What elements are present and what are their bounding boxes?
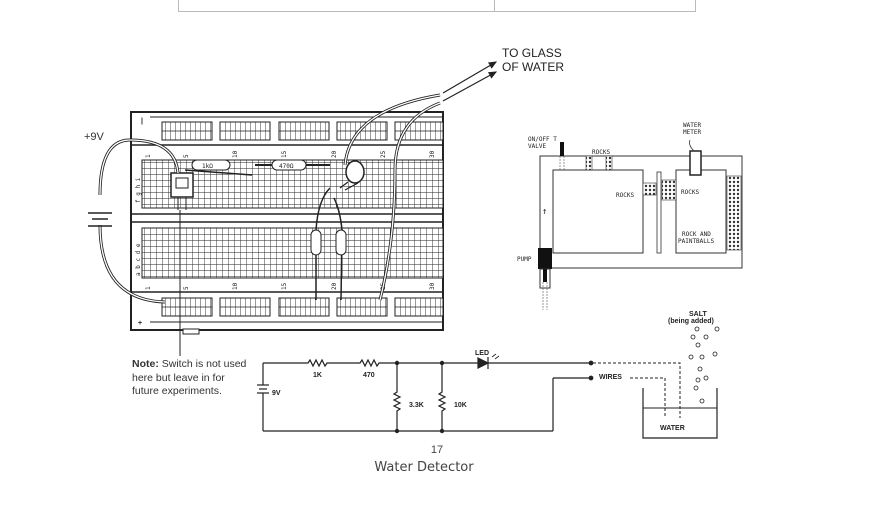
breadboard-outline: [130, 111, 444, 331]
switch-note: Note: Switch is not used here but leave …: [132, 358, 247, 399]
arrow-to-glass-2: [442, 71, 498, 102]
valve-label-2: VALVE: [528, 143, 546, 150]
breadboard: | + f g h i a b c d e 1 5 10 15 20 25 30…: [88, 61, 498, 356]
battery-symbol: [88, 212, 112, 227]
valve-icon: [560, 142, 564, 156]
to-glass-line-2: OF WATER: [502, 60, 564, 74]
svg-text:15: 15: [281, 282, 288, 290]
rocks-top-label: ROCKS: [592, 149, 610, 156]
resistor-470-label: 470Ω: [279, 163, 294, 170]
page-number: 17: [430, 444, 444, 456]
resistor-1k: 1kΩ: [184, 159, 253, 176]
lower-terminal-strip: [141, 227, 444, 279]
row-labels-top: f g h i: [135, 177, 142, 203]
svg-text:1: 1: [145, 154, 152, 158]
schematic-labels: 9V 1K 470 3.3K 10K LED WIRES SALT (being…: [272, 311, 714, 432]
water-meter-label-2: METER: [683, 129, 701, 136]
r2-label: 470: [363, 372, 375, 379]
rocks-left-label: ROCKS: [616, 192, 634, 199]
pump-icon: [538, 248, 552, 269]
r3-label: 3.3K: [409, 402, 424, 409]
svg-text:20: 20: [331, 150, 338, 158]
water-meter-label-1: WATER: [683, 122, 701, 129]
rock-paintballs-label-1: ROCK AND: [682, 231, 711, 238]
resistor-1k-label: 1kΩ: [202, 163, 213, 170]
battery-label: 9V: [272, 390, 281, 397]
supply-label: +9V: [84, 131, 104, 143]
flow-arrow-icon: ↑: [542, 207, 547, 217]
rock-paintballs-label-2: PAINTBALLS: [678, 238, 715, 245]
r4-label: 10K: [454, 402, 467, 409]
row-labels-bottom: a b c d e: [135, 243, 142, 276]
led-symbol: [477, 357, 490, 369]
svg-text:25: 25: [380, 150, 387, 158]
figure-caption: Water Detector: [374, 460, 474, 475]
led-component: [345, 160, 365, 184]
svg-text:10: 10: [232, 282, 239, 290]
pump-label: PUMP: [517, 256, 532, 263]
circuit-schematic: [257, 353, 718, 439]
resistor-470: 470Ω: [255, 159, 330, 171]
svg-text:1: 1: [145, 286, 152, 290]
svg-text:5: 5: [183, 154, 190, 158]
salt-label: SALT: [689, 311, 707, 318]
svg-text:5: 5: [183, 286, 190, 290]
table-fragment: [178, 0, 696, 12]
salt-particles: [688, 326, 720, 404]
r1-label: 1K: [313, 372, 322, 379]
rail-minus-mark: |: [141, 118, 143, 125]
to-glass-line-1: TO GLASS: [502, 46, 562, 60]
arrow-to-glass-1: [442, 61, 498, 94]
bottom-power-rail: [161, 297, 444, 317]
note-bold: Note:: [132, 358, 159, 370]
rocks-right-label: ROCKS: [681, 189, 699, 196]
water-meter-icon: [689, 150, 702, 176]
salt-sublabel: (being added): [668, 318, 714, 325]
table-divider: [494, 0, 495, 11]
water-label: WATER: [660, 425, 685, 432]
resistor-3-3k: [310, 187, 331, 300]
led-label: LED: [475, 350, 489, 357]
column-numbers-top: 1 5 10 15 20 25 30: [145, 150, 436, 158]
glass-container: [642, 388, 718, 439]
svg-text:20: 20: [331, 282, 338, 290]
resistor-10k: [333, 197, 347, 301]
wires-label: WIRES: [599, 374, 622, 381]
svg-text:10: 10: [232, 150, 239, 158]
svg-text:30: 30: [429, 150, 436, 158]
svg-text:15: 15: [281, 150, 288, 158]
note-text: Switch is not used here but leave in for…: [132, 358, 247, 397]
switch-component: [170, 172, 194, 210]
to-glass-label: TO GLASS OF WATER: [502, 46, 564, 74]
valve-label-1: ON/OFF T: [528, 136, 557, 143]
tank-diagram: ↑ ON/OFF T VALVE ROCKS ROCKS ROCKS WATER…: [517, 122, 743, 310]
rail-plus-mark: +: [138, 320, 142, 327]
svg-text:30: 30: [429, 282, 436, 290]
